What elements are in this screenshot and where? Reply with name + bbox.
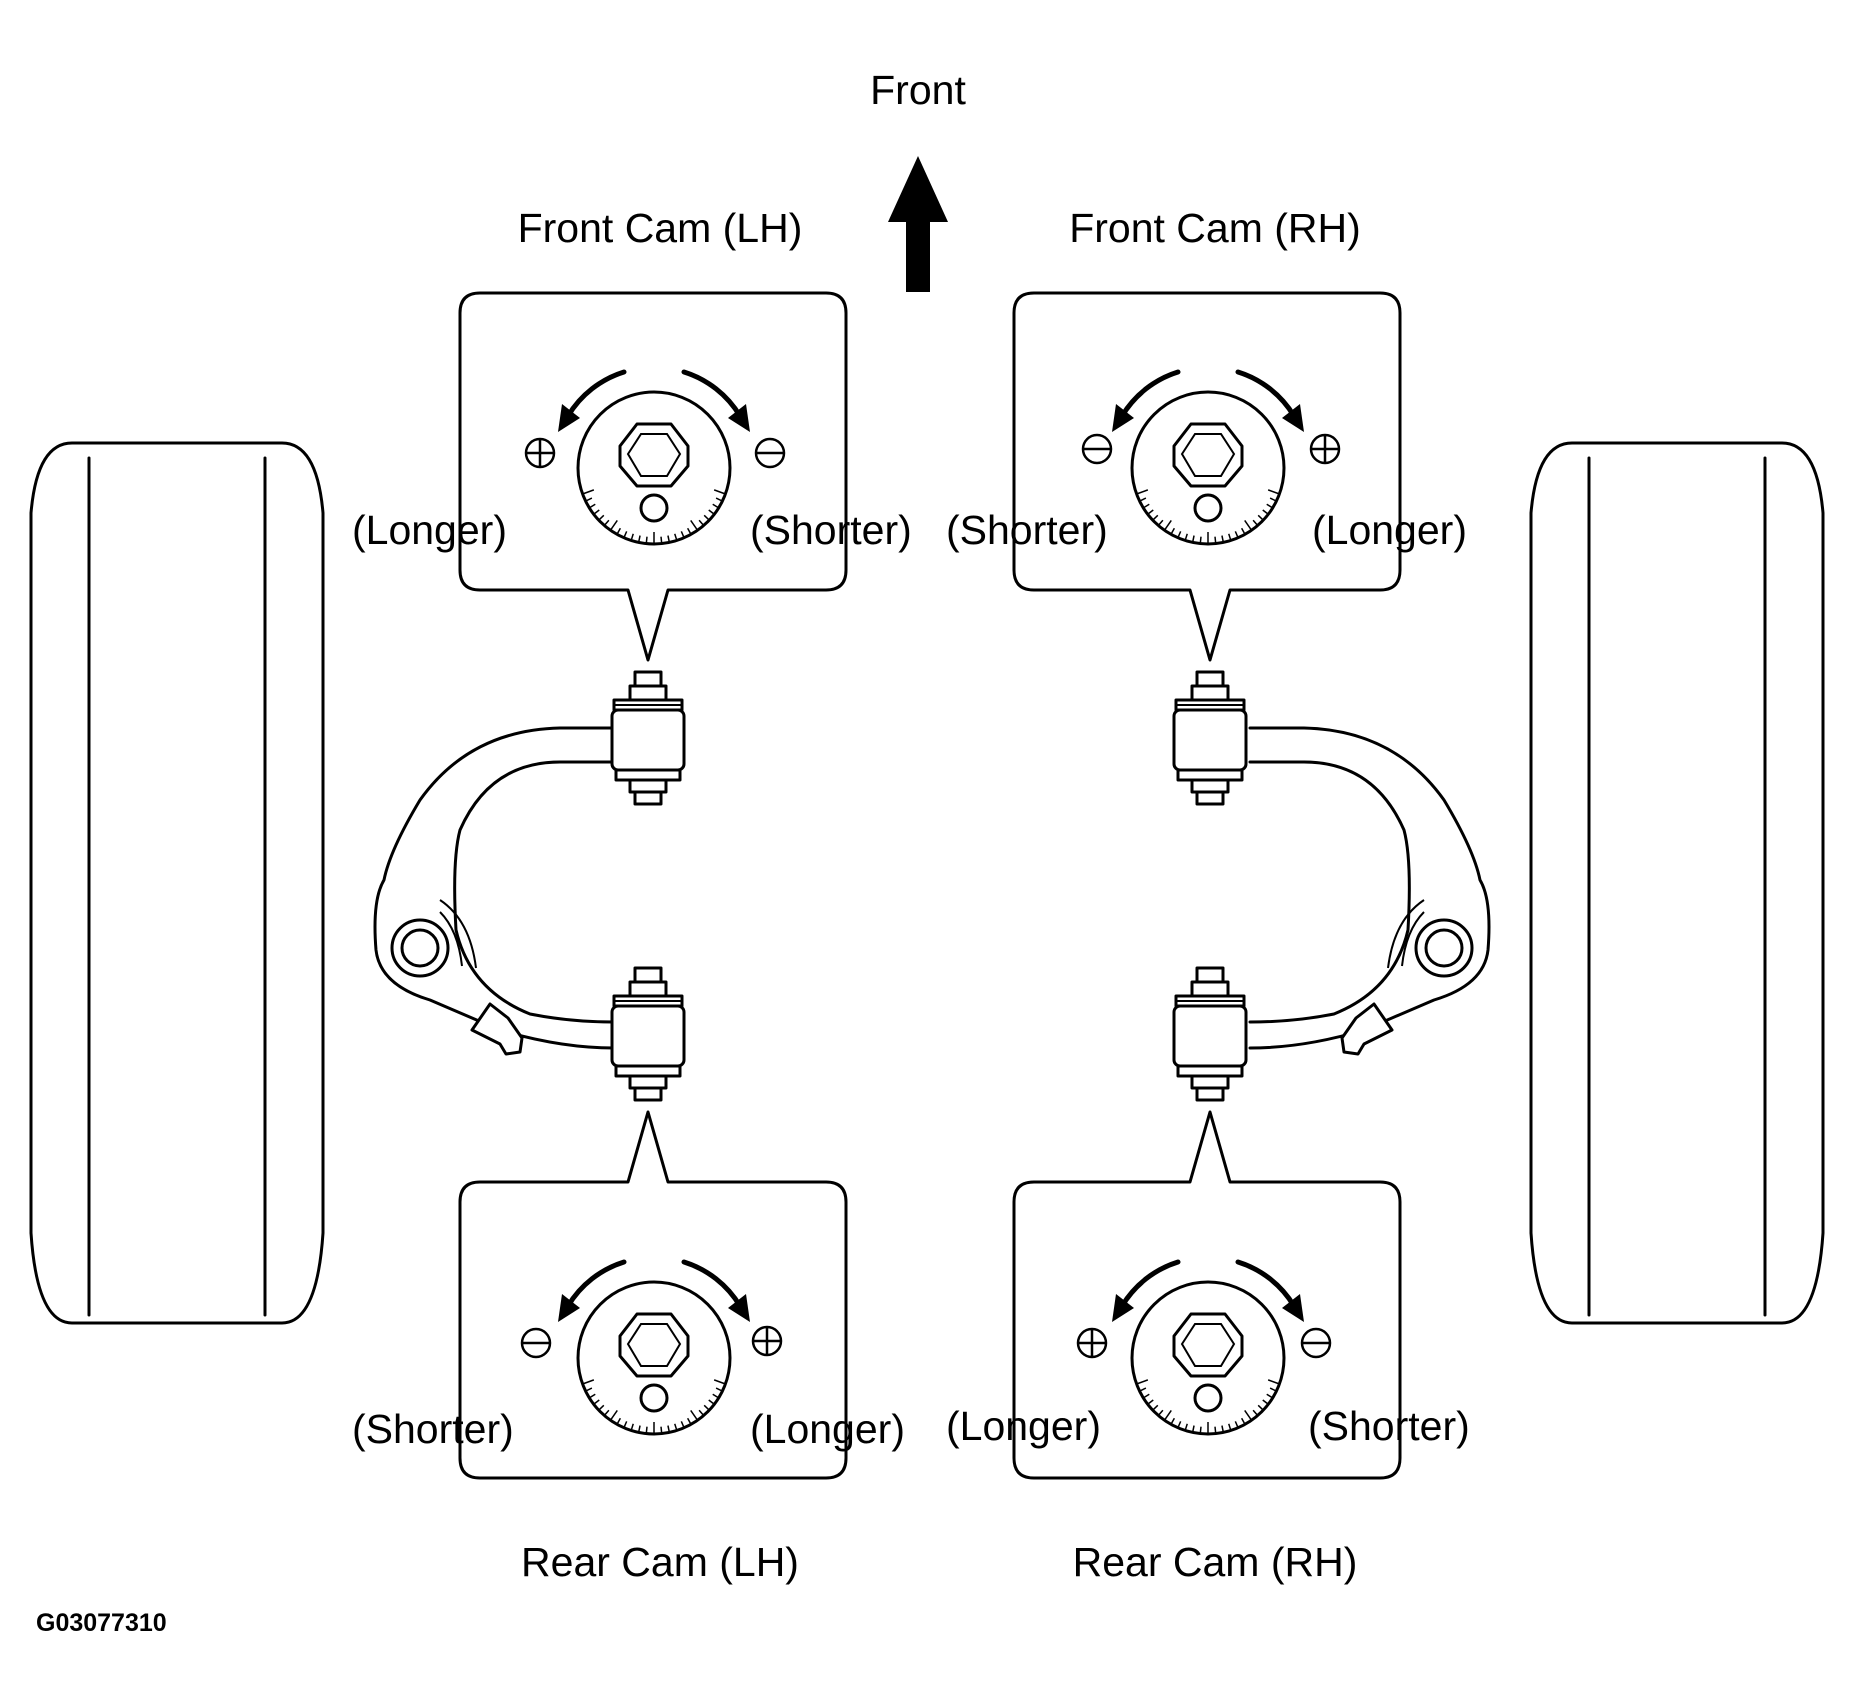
rear-cam-rh-left-label: (Longer) — [946, 1403, 1101, 1449]
rear-cam-rh-detail — [1112, 1262, 1304, 1434]
front-cam-lh-title: Front Cam (LH) — [518, 205, 803, 251]
rotate-arrows-icon — [1112, 1262, 1304, 1434]
rotate-arrows-icon — [558, 372, 750, 544]
front-cam-lh-left-label: (Longer) — [352, 507, 507, 553]
circle-minus-icon — [520, 1327, 552, 1359]
control-arm-rh — [1248, 726, 1491, 1056]
rear-cam-rh-title: Rear Cam (RH) — [1073, 1539, 1358, 1585]
circle-minus-icon — [1300, 1327, 1332, 1359]
rear-cam-lh-detail — [558, 1262, 750, 1434]
bushing-front-rh — [1172, 670, 1248, 806]
rotate-arrows-icon — [1112, 372, 1304, 544]
front-cam-lh-detail — [558, 372, 750, 544]
circle-plus-icon — [1309, 433, 1341, 465]
tire-left — [29, 441, 325, 1325]
front-cam-rh-callout — [1012, 291, 1402, 662]
bushing-rear-lh — [610, 966, 686, 1102]
tire-right — [1529, 441, 1825, 1325]
front-cam-lh-callout — [458, 291, 848, 662]
front-label: Front — [870, 67, 966, 113]
circle-plus-icon — [524, 437, 556, 469]
control-arm-lh — [373, 726, 616, 1056]
arrow-up-icon — [888, 156, 948, 292]
front-cam-rh-right-label: (Longer) — [1312, 507, 1467, 553]
rear-cam-lh-left-label: (Shorter) — [352, 1406, 514, 1452]
circle-minus-icon — [754, 437, 786, 469]
figure-id: G03077310 — [36, 1609, 167, 1637]
circle-plus-icon — [751, 1325, 783, 1357]
front-cam-rh-detail — [1112, 372, 1304, 544]
rear-cam-rh-right-label: (Shorter) — [1308, 1403, 1470, 1449]
rotate-arrows-icon — [558, 1262, 750, 1434]
rear-cam-rh-callout — [1012, 1110, 1402, 1480]
front-cam-lh-right-label: (Shorter) — [750, 507, 912, 553]
rear-cam-lh-right-label: (Longer) — [750, 1406, 905, 1452]
rear-cam-lh-callout — [458, 1110, 848, 1480]
front-cam-rh-title: Front Cam (RH) — [1069, 205, 1361, 251]
rear-cam-lh-title: Rear Cam (LH) — [521, 1539, 799, 1585]
circle-plus-icon — [1076, 1327, 1108, 1359]
circle-minus-icon — [1081, 433, 1113, 465]
bushing-front-lh — [610, 670, 686, 806]
front-cam-rh-left-label: (Shorter) — [946, 507, 1108, 553]
bushing-rear-rh — [1172, 966, 1248, 1102]
